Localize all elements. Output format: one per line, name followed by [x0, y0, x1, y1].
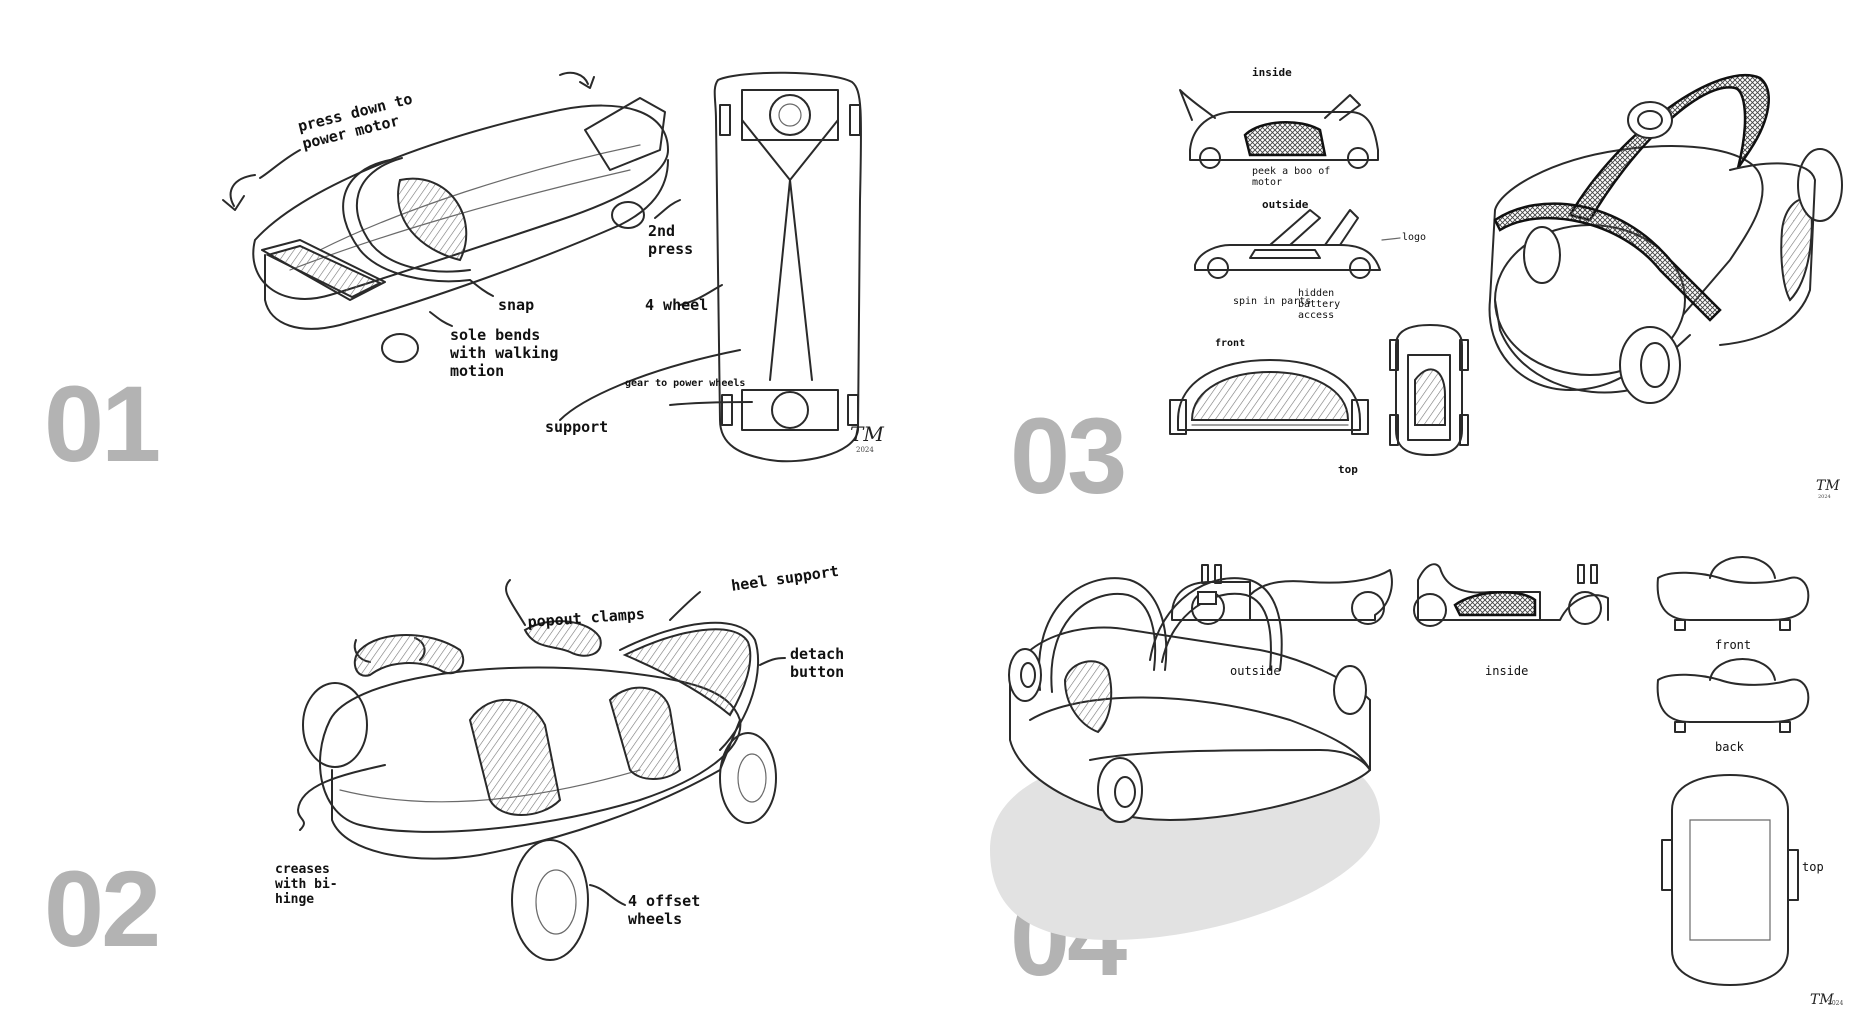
render-wheel [1523, 226, 1561, 284]
leader-press [259, 149, 301, 179]
board-body [252, 104, 669, 300]
signature: TM [1816, 478, 1840, 494]
gear-box-top [741, 89, 839, 141]
panel-number: 02 [44, 848, 161, 969]
back-view [1656, 673, 1810, 723]
signature: TM [850, 422, 884, 446]
heel-support [619, 621, 759, 751]
note-inside: inside [1252, 66, 1292, 79]
panel-03: 03 [930, 0, 1862, 520]
wheel [1347, 147, 1369, 169]
note-front: front [1715, 638, 1752, 652]
render-window [1780, 197, 1813, 302]
panel-number: 03 [1010, 395, 1127, 516]
note-hidden-battery: hidden battery access [1298, 288, 1341, 321]
wheel [381, 333, 419, 363]
base-side [331, 719, 741, 860]
rotate-arrow-left [229, 174, 256, 207]
clamp-mid [468, 698, 562, 816]
board-side [264, 159, 669, 330]
render-buckle [1627, 101, 1673, 139]
note-offset-wheels: 4 offset wheels [628, 892, 701, 928]
sketch-shoe-skate-04 [990, 556, 1810, 986]
panel-01: 01 [0, 0, 930, 500]
note-outside: outside [1230, 664, 1281, 678]
front-view [1656, 571, 1810, 621]
panel-number: 01 [44, 363, 161, 484]
sketch-shoe-skate-02 [297, 579, 786, 961]
note-front: front [1215, 338, 1246, 349]
clamp-rear [608, 686, 682, 780]
wheel [611, 201, 645, 229]
note-top: top [1338, 463, 1358, 476]
render-body [1488, 145, 1764, 391]
base-body [319, 666, 742, 833]
fin [1269, 209, 1321, 246]
render-wheel [1333, 665, 1367, 715]
render-wheel [1097, 757, 1143, 823]
strap-band [342, 159, 471, 283]
render-wheel [1619, 326, 1681, 404]
note-support: support [545, 418, 609, 436]
top-view [1395, 324, 1463, 456]
wheel [1349, 257, 1371, 279]
top-view [1671, 774, 1789, 986]
front-block [261, 239, 386, 301]
render-strap-side [1493, 202, 1722, 322]
note-detach-button: detach button [790, 645, 845, 681]
note-top: top [1802, 860, 1824, 874]
note-inside: inside [1485, 664, 1529, 678]
wheel-front-left [302, 682, 368, 768]
front-view [1177, 359, 1361, 431]
panel-04: 04 [930, 520, 1862, 1030]
gear-top [769, 94, 811, 136]
render-body [1009, 626, 1371, 822]
signature-year: 2024 [1818, 494, 1831, 500]
signature-year: 2024 [856, 446, 874, 454]
gear-bottom [771, 391, 809, 429]
render-strap-top [1568, 73, 1770, 222]
wheel [1413, 593, 1447, 627]
signature-year: 2024 [1828, 1000, 1844, 1007]
rear-block [584, 97, 666, 171]
render-window [1063, 660, 1113, 734]
wheel [1169, 399, 1187, 435]
signature: TM [1810, 992, 1834, 1008]
gear-box-bottom [741, 389, 839, 431]
clamp-front [353, 634, 465, 677]
wheel [1351, 399, 1369, 435]
render-buckle [1197, 591, 1217, 605]
note-logo: logo [1402, 232, 1427, 243]
note-back: back [1715, 740, 1744, 754]
wheel [1351, 591, 1385, 625]
render-arch [1037, 577, 1168, 691]
note-spin-in-parts: spin in parts [1233, 296, 1312, 307]
wheel-rear-right [719, 732, 777, 824]
note-2nd-press: 2nd press [648, 222, 694, 258]
sketch-shoe-skate-01 [222, 71, 863, 463]
leader-clamps [505, 579, 526, 626]
wheel-front-right [511, 839, 589, 961]
note-snap: snap [498, 296, 535, 314]
note-4-wheel: 4 wheel [645, 296, 709, 314]
sketch-shoe-skate-03 [1169, 73, 1843, 456]
note-sole-bends: sole bends with walking motion [450, 326, 559, 380]
wheel [1207, 257, 1229, 279]
panel-02: 02 popout clamps heel support detach but… [0, 520, 930, 1020]
leader-4-wheel [679, 284, 723, 306]
note-creases: creases with bi-hinge [275, 862, 338, 907]
note-gear: gear to power wheels [625, 378, 746, 389]
render-arch [1149, 577, 1283, 671]
render-wheel [1797, 148, 1843, 222]
render-wheel [1008, 648, 1042, 702]
wheel [1199, 147, 1221, 169]
note-outside: outside [1262, 198, 1309, 211]
clamp-top [523, 620, 602, 657]
rotate-arrow-right [559, 71, 589, 85]
top-view-outline [713, 71, 863, 463]
note-peek-a-boo: peek a boo of motor [1252, 166, 1331, 188]
fin [1179, 89, 1216, 121]
